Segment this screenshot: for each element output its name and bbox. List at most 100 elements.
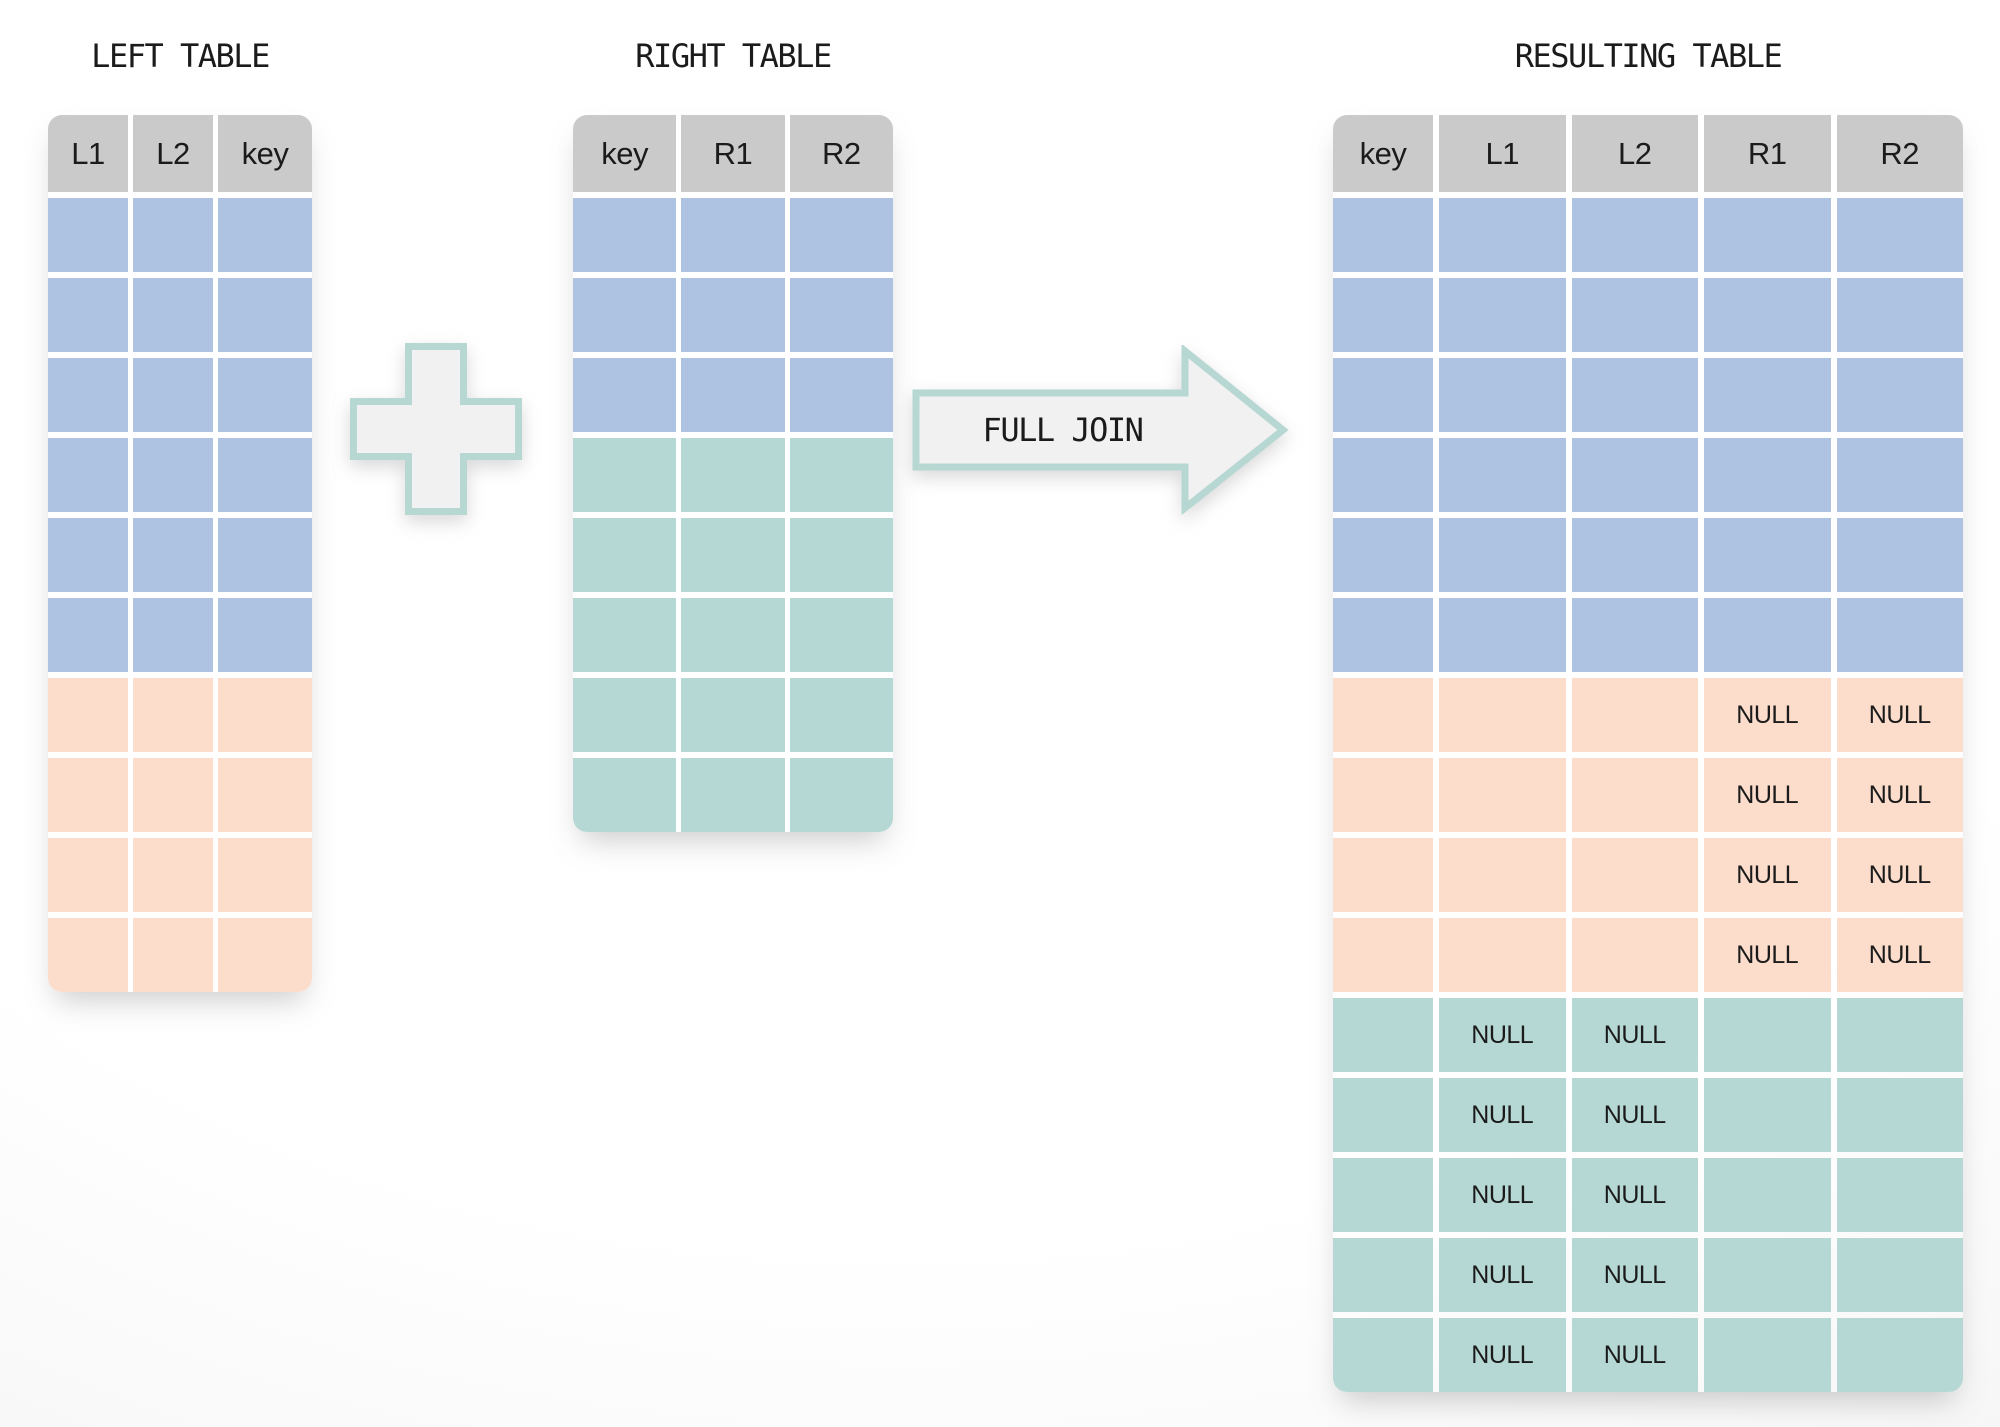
table-cell: [573, 518, 677, 592]
column-header-key: key: [573, 115, 677, 192]
table-cell: [218, 358, 312, 432]
null-cell: NULL: [1704, 838, 1831, 912]
table-cell: [218, 278, 312, 352]
null-cell: NULL: [1439, 1158, 1566, 1232]
table-cell: [133, 198, 213, 272]
table-cell: [681, 518, 785, 592]
null-cell: NULL: [1439, 1238, 1566, 1312]
table-cell: [1571, 278, 1698, 352]
table-cell: [1439, 278, 1566, 352]
column-header-key: key: [1333, 115, 1433, 192]
table-cell: [1571, 758, 1698, 832]
table-cell: [1333, 1078, 1433, 1152]
table-cell: [681, 598, 785, 672]
table-cell: [789, 678, 893, 752]
table-cell: [48, 278, 128, 352]
table-cell: [681, 278, 785, 352]
table-cell: [133, 278, 213, 352]
table-cell: [573, 278, 677, 352]
table-cell: [1571, 518, 1698, 592]
null-cell: NULL: [1439, 998, 1566, 1072]
table-cell: [1836, 1318, 1963, 1392]
table-cell: [681, 678, 785, 752]
table-cell: [1836, 998, 1963, 1072]
table-cell: [1439, 838, 1566, 912]
table-cell: [1439, 438, 1566, 512]
table-cell: [1571, 918, 1698, 992]
table-cell: [1836, 1238, 1963, 1312]
table-cell: [48, 838, 128, 912]
table-cell: [1704, 518, 1831, 592]
null-cell: NULL: [1571, 1078, 1698, 1152]
column-header-L1: L1: [1439, 115, 1566, 192]
column-header-R1: R1: [1704, 115, 1831, 192]
table-cell: [133, 758, 213, 832]
table-cell: [1836, 278, 1963, 352]
table-cell: [1439, 598, 1566, 672]
table-cell: [1333, 278, 1433, 352]
table-cell: [681, 198, 785, 272]
table-cell: [1704, 198, 1831, 272]
table-cell: [1836, 198, 1963, 272]
table-cell: [133, 598, 213, 672]
table-cell: [1333, 998, 1433, 1072]
table-cell: [789, 438, 893, 512]
table-cell: [1333, 1238, 1433, 1312]
column-header-L2: L2: [1571, 115, 1698, 192]
table-cell: [1836, 438, 1963, 512]
column-header-R2: R2: [1836, 115, 1963, 192]
null-cell: NULL: [1571, 998, 1698, 1072]
table-cell: [789, 598, 893, 672]
table-cell: [133, 918, 213, 992]
null-cell: NULL: [1704, 918, 1831, 992]
table-cell: [218, 758, 312, 832]
null-cell: NULL: [1836, 838, 1963, 912]
table-cell: [133, 438, 213, 512]
table-cell: [48, 918, 128, 992]
table-cell: [1439, 198, 1566, 272]
table-cell: [681, 358, 785, 432]
table-cell: [1704, 278, 1831, 352]
table-cell: [681, 438, 785, 512]
table-cell: [1836, 358, 1963, 432]
table-cell: [1333, 1318, 1433, 1392]
table-cell: [48, 358, 128, 432]
table-cell: [48, 678, 128, 752]
plus-icon: [350, 343, 522, 515]
table-cell: [1836, 1078, 1963, 1152]
table-cell: [573, 198, 677, 272]
table-cell: [1704, 1158, 1831, 1232]
table-cell: [1571, 358, 1698, 432]
table-cell: [1571, 438, 1698, 512]
table-cell: [48, 198, 128, 272]
null-cell: NULL: [1704, 678, 1831, 752]
table-cell: [1333, 598, 1433, 672]
table-cell: [789, 518, 893, 592]
left-table-title: LEFT TABLE: [91, 37, 270, 75]
table-cell: [1333, 438, 1433, 512]
table-cell: [1571, 838, 1698, 912]
table-cell: [789, 198, 893, 272]
table-cell: [1704, 1318, 1831, 1392]
table-cell: [1704, 1078, 1831, 1152]
table-cell: [218, 918, 312, 992]
table-cell: [1836, 598, 1963, 672]
table-cell: [1439, 518, 1566, 592]
null-cell: NULL: [1571, 1238, 1698, 1312]
table-cell: [1439, 358, 1566, 432]
table-cell: [1836, 1158, 1963, 1232]
table-cell: [573, 438, 677, 512]
null-cell: NULL: [1571, 1318, 1698, 1392]
table-cell: [573, 678, 677, 752]
table-cell: [1439, 678, 1566, 752]
table-cell: [1704, 438, 1831, 512]
table-cell: [1704, 1238, 1831, 1312]
table-cell: [133, 518, 213, 592]
table-cell: [1333, 518, 1433, 592]
null-cell: NULL: [1439, 1318, 1566, 1392]
column-header-R2: R2: [789, 115, 893, 192]
table-cell: [218, 678, 312, 752]
right-table-title: RIGHT TABLE: [635, 37, 832, 75]
